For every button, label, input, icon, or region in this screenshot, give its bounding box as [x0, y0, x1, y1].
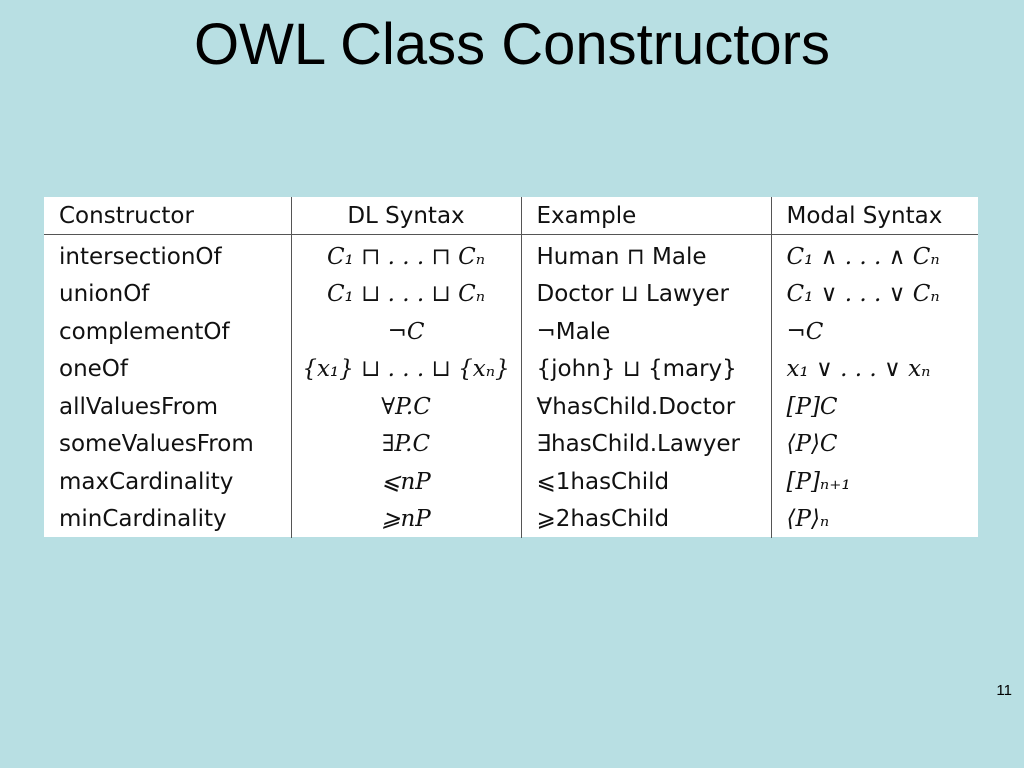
header-example: Example — [520, 197, 771, 235]
modal-syntax-cell: C₁ ∨ . . . ∨ Cₙ — [770, 275, 978, 313]
dl-syntax-cell: ⩽nP — [290, 463, 521, 501]
slide-title: OWL Class Constructors — [194, 12, 830, 77]
table-row: allValuesFrom ∀P.C ∀hasChild.Doctor [P]C — [44, 388, 978, 426]
dl-syntax-cell: ∃P.C — [290, 425, 521, 463]
modal-syntax-cell: ⟨P⟩C — [770, 425, 978, 463]
dl-syntax-cell: ¬C — [290, 313, 521, 351]
modal-syntax-cell: ⟨P⟩ₙ — [770, 500, 978, 538]
example-cell: Doctor ⊔ Lawyer — [520, 275, 771, 313]
page-number: 11 — [996, 682, 1012, 699]
constructor-cell: complementOf — [59, 318, 230, 345]
constructor-cell: minCardinality — [59, 506, 227, 533]
example-cell: Human ⊓ Male — [520, 234, 771, 276]
dl-syntax-cell: C₁ ⊔ . . . ⊔ Cₙ — [290, 275, 521, 313]
dl-syntax-cell: ∀P.C — [290, 388, 521, 426]
constructor-cell: maxCardinality — [59, 468, 234, 495]
table-row: maxCardinality ⩽nP ⩽1hasChild [P]ₙ₊₁ — [44, 463, 978, 501]
dl-syntax-cell: C₁ ⊓ . . . ⊓ Cₙ — [290, 234, 521, 276]
constructor-cell: unionOf — [59, 281, 150, 308]
dl-syntax-cell: {x₁} ⊔ . . . ⊔ {xₙ} — [290, 350, 521, 388]
modal-syntax-cell: ¬C — [770, 313, 978, 351]
example-cell: {john} ⊔ {mary} — [520, 350, 771, 388]
dl-syntax-cell: ⩾nP — [290, 500, 521, 538]
constructor-cell: someValuesFrom — [59, 431, 254, 458]
example-cell: ∀hasChild.Doctor — [520, 388, 771, 426]
modal-syntax-cell: [P]C — [770, 388, 978, 426]
example-cell: ¬Male — [520, 313, 771, 351]
constructors-table: Constructor DL Syntax Example Modal Synt… — [44, 197, 978, 538]
table-row: intersectionOf C₁ ⊓ . . . ⊓ Cₙ Human ⊓ M… — [44, 234, 978, 276]
table-row: oneOf {x₁} ⊔ . . . ⊔ {xₙ} {john} ⊔ {mary… — [44, 350, 978, 388]
constructor-cell: oneOf — [59, 356, 128, 383]
modal-syntax-cell: x₁ ∨ . . . ∨ xₙ — [770, 350, 978, 388]
modal-syntax-cell: C₁ ∧ . . . ∧ Cₙ — [770, 234, 978, 276]
table-header-row: Constructor DL Syntax Example Modal Synt… — [44, 197, 978, 235]
modal-syntax-cell: [P]ₙ₊₁ — [770, 463, 978, 501]
constructor-cell: intersectionOf — [59, 243, 222, 270]
table-row: minCardinality ⩾nP ⩾2hasChild ⟨P⟩ₙ — [44, 500, 978, 538]
table-row: unionOf C₁ ⊔ . . . ⊔ Cₙ Doctor ⊔ Lawyer … — [44, 275, 978, 313]
example-cell: ⩽1hasChild — [520, 463, 771, 501]
constructor-cell: allValuesFrom — [59, 393, 219, 420]
table-row: complementOf ¬C ¬Male ¬C — [44, 313, 978, 351]
owl-constructors-table: Constructor DL Syntax Example Modal Synt… — [44, 197, 978, 538]
header-modal-syntax: Modal Syntax — [770, 197, 978, 235]
header-constructor: Constructor — [44, 197, 291, 235]
example-cell: ⩾2hasChild — [520, 500, 771, 538]
example-cell: ∃hasChild.Lawyer — [520, 425, 771, 463]
table-row: someValuesFrom ∃P.C ∃hasChild.Lawyer ⟨P⟩… — [44, 425, 978, 463]
header-dl-syntax: DL Syntax — [290, 197, 521, 235]
